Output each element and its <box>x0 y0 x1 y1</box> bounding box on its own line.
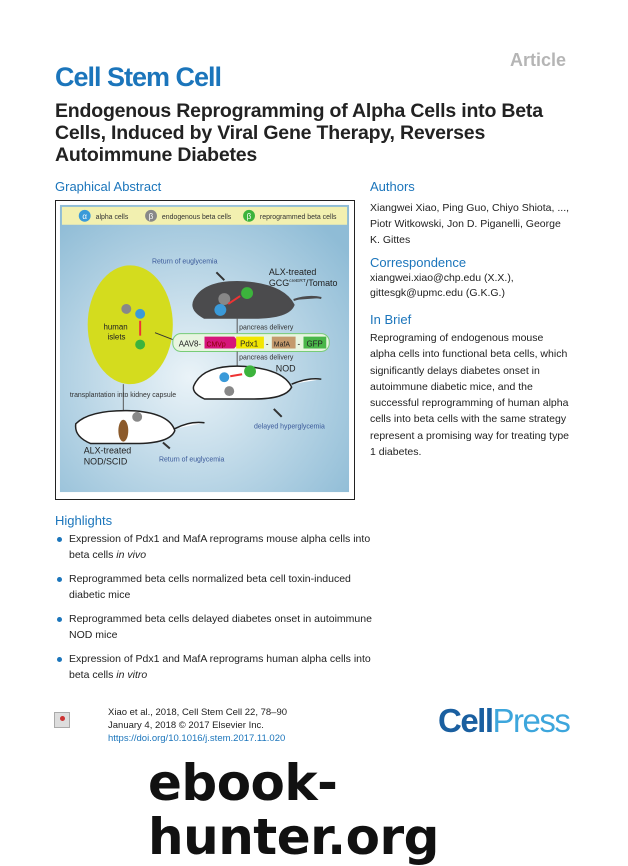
paper-title: Endogenous Reprogramming of Alpha Cells … <box>55 100 543 166</box>
highlight-item: Reprogrammed beta cells normalized beta … <box>55 571 375 603</box>
svg-text:β: β <box>149 212 154 221</box>
svg-text:GFP: GFP <box>306 340 322 349</box>
highlight-item: Reprogrammed beta cells delayed diabetes… <box>55 611 375 643</box>
email-2[interactable]: gittesgk@upmc.edu (G.K.G.) <box>370 287 505 299</box>
legend-repro: reprogrammed beta cells <box>260 214 337 221</box>
citation: Xiao et al., 2018, Cell Stem Cell 22, 78… <box>108 707 288 718</box>
cellpress-logo: CellPress <box>438 702 571 739</box>
svg-text:pancreas delivery: pancreas delivery <box>239 354 294 361</box>
watermark: ebook-hunter.org <box>148 754 439 866</box>
nod-scid-mouse <box>74 409 205 445</box>
authors-heading: Authors <box>370 179 415 194</box>
svg-text:Return of euglycemia: Return of euglycemia <box>159 456 225 463</box>
journal-logo: Cell Stem Cell <box>55 62 222 92</box>
svg-text:β: β <box>247 212 252 221</box>
svg-text:Pdx1: Pdx1 <box>240 340 259 349</box>
graphical-abstract: α alpha cells β endogenous beta cells β … <box>55 200 355 500</box>
highlights-list: Expression of Pdx1 and MafA reprograms m… <box>55 531 375 691</box>
correspondence-heading: Correspondence <box>370 255 467 270</box>
svg-text:NOD/SCID: NOD/SCID <box>84 456 128 466</box>
svg-text:human: human <box>104 323 128 332</box>
graphical-abstract-heading: Graphical Abstract <box>55 179 162 194</box>
reprogrammed-beta-icon <box>243 209 255 222</box>
svg-text:MafA: MafA <box>274 342 291 349</box>
svg-text:α: α <box>82 212 87 221</box>
svg-text:Return of euglycemia: Return of euglycemia <box>152 258 218 265</box>
svg-text:CMVp: CMVp <box>206 342 225 349</box>
svg-text:ALX-treated: ALX-treated <box>269 267 317 277</box>
svg-text:-: - <box>266 340 269 349</box>
legend-endo: endogenous beta cells <box>162 214 232 221</box>
alpha-cell-icon <box>78 209 91 222</box>
svg-text:transplantation into kidney ca: transplantation into kidney capsule <box>70 392 176 399</box>
correspondence: xiangwei.xiao@chp.edu (X.X.), gittesgk@u… <box>370 271 514 301</box>
endogenous-beta-icon <box>145 209 157 222</box>
in-brief-heading: In Brief <box>370 312 412 327</box>
svg-text:NOD: NOD <box>276 363 296 373</box>
svg-text:islets: islets <box>107 333 125 342</box>
svg-text:ALX-treated: ALX-treated <box>84 445 132 455</box>
citation-footer: Xiao et al., 2018, Cell Stem Cell 22, 78… <box>108 706 287 745</box>
doi-link[interactable]: https://doi.org/10.1016/j.stem.2017.11.0… <box>108 733 286 744</box>
svg-text:GCGcreERT/Tomato: GCGcreERT/Tomato <box>269 278 338 288</box>
svg-text:-: - <box>298 340 301 349</box>
legend-bar <box>61 206 348 225</box>
email-1[interactable]: xiangwei.xiao@chp.edu (X.X.), <box>370 272 514 284</box>
legend-alpha: alpha cells <box>96 214 129 221</box>
in-brief-text: Reprograming of endogenous mouse alpha c… <box>370 332 570 459</box>
svg-text:delayed hyperglycemia: delayed hyperglycemia <box>254 424 325 431</box>
highlights-heading: Highlights <box>55 513 113 528</box>
svg-text:AAV8-: AAV8- <box>179 340 202 349</box>
svg-text:pancreas delivery: pancreas delivery <box>239 325 294 332</box>
publication-date: January 4, 2018 © 2017 Elsevier Inc. <box>108 720 264 731</box>
highlight-item: Expression of Pdx1 and MafA reprograms m… <box>55 531 375 563</box>
crossmark-icon[interactable] <box>54 712 70 728</box>
article-label: Article <box>509 50 566 70</box>
authors-list: Xiangwei Xiao, Ping Guo, Chiyo Shiota, .… <box>370 202 570 246</box>
human-islets <box>87 265 173 385</box>
highlight-item: Expression of Pdx1 and MafA reprograms h… <box>55 651 375 683</box>
